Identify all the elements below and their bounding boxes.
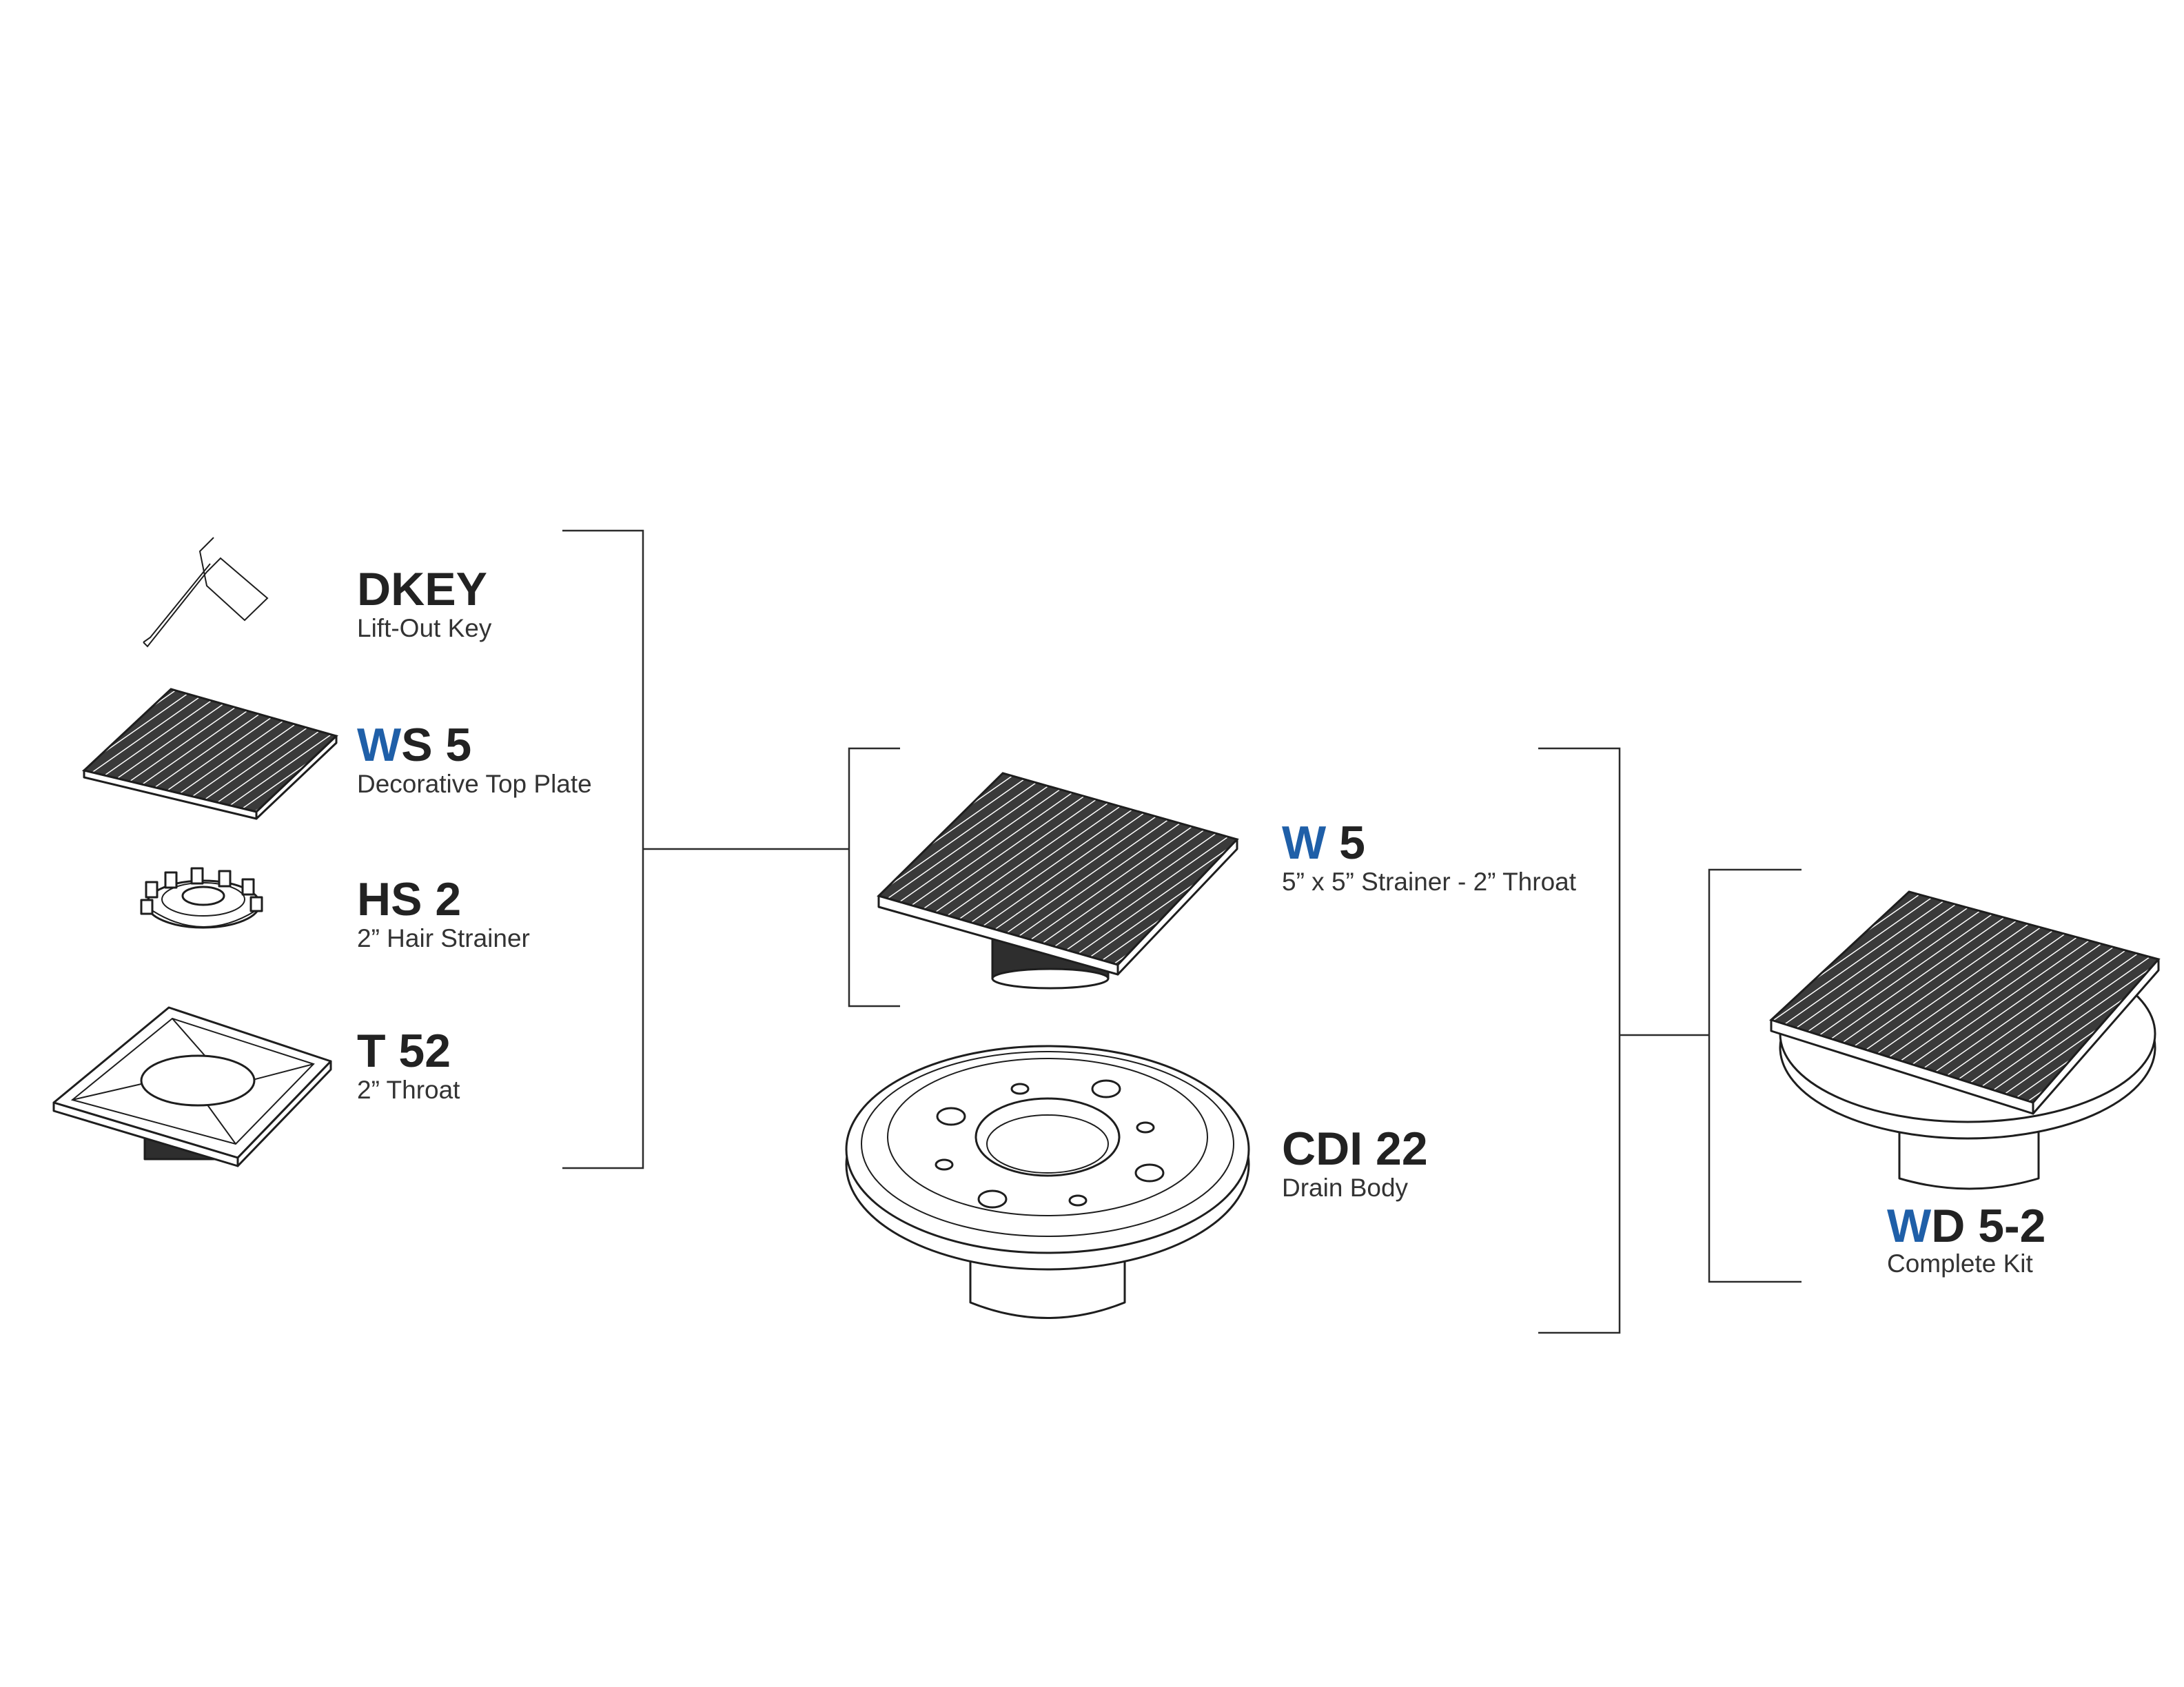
part-code-wd52: WD 5-2	[1887, 1200, 2045, 1252]
part-code-ws5: WS 5	[357, 719, 471, 771]
drain-body-icon	[845, 1045, 1250, 1319]
part-code-dkey: DKEY	[357, 563, 487, 615]
grated-top-plate-icon	[81, 688, 338, 820]
label-w5: W 5 5” x 5” Strainer - 2” Throat	[1282, 817, 1577, 896]
part-desc-w5: 5” x 5” Strainer - 2” Throat	[1282, 868, 1577, 896]
lift-out-key-icon	[143, 537, 269, 648]
part-desc-hs2: 2” Hair Strainer	[357, 924, 530, 952]
part-code-t52: T 52	[357, 1025, 451, 1077]
part-code-cdi22: CDI 22	[1282, 1123, 1428, 1175]
part-code-hs2: HS 2	[357, 873, 461, 926]
complete-drain-kit-icon	[1769, 890, 2161, 1190]
bracket-kit-open	[1708, 868, 1802, 1283]
label-t52: T 52 2” Throat	[357, 1025, 460, 1104]
bracket-w5-open	[848, 747, 900, 1008]
part-desc-dkey: Lift-Out Key	[357, 614, 492, 642]
part-code-w5: W 5	[1282, 817, 1365, 869]
throat-tray-icon	[52, 1006, 332, 1167]
label-ws5: WS 5 Decorative Top Plate	[357, 719, 592, 798]
label-cdi22: CDI 22 Drain Body	[1282, 1123, 1428, 1202]
label-hs2: HS 2 2” Hair Strainer	[357, 873, 530, 952]
bracket-middle-group	[1538, 747, 1709, 1334]
label-wd52: WD 5-2 Complete Kit	[1887, 1200, 2045, 1278]
label-dkey: DKEY Lift-Out Key	[357, 563, 492, 642]
square-strainer-icon	[877, 772, 1239, 990]
part-desc-ws5: Decorative Top Plate	[357, 770, 592, 798]
part-desc-cdi22: Drain Body	[1282, 1174, 1409, 1202]
part-desc-t52: 2” Throat	[357, 1076, 460, 1104]
part-desc-wd52: Complete Kit	[1887, 1249, 2034, 1278]
hair-strainer-icon	[140, 867, 263, 929]
bracket-left-group	[562, 529, 849, 1169]
